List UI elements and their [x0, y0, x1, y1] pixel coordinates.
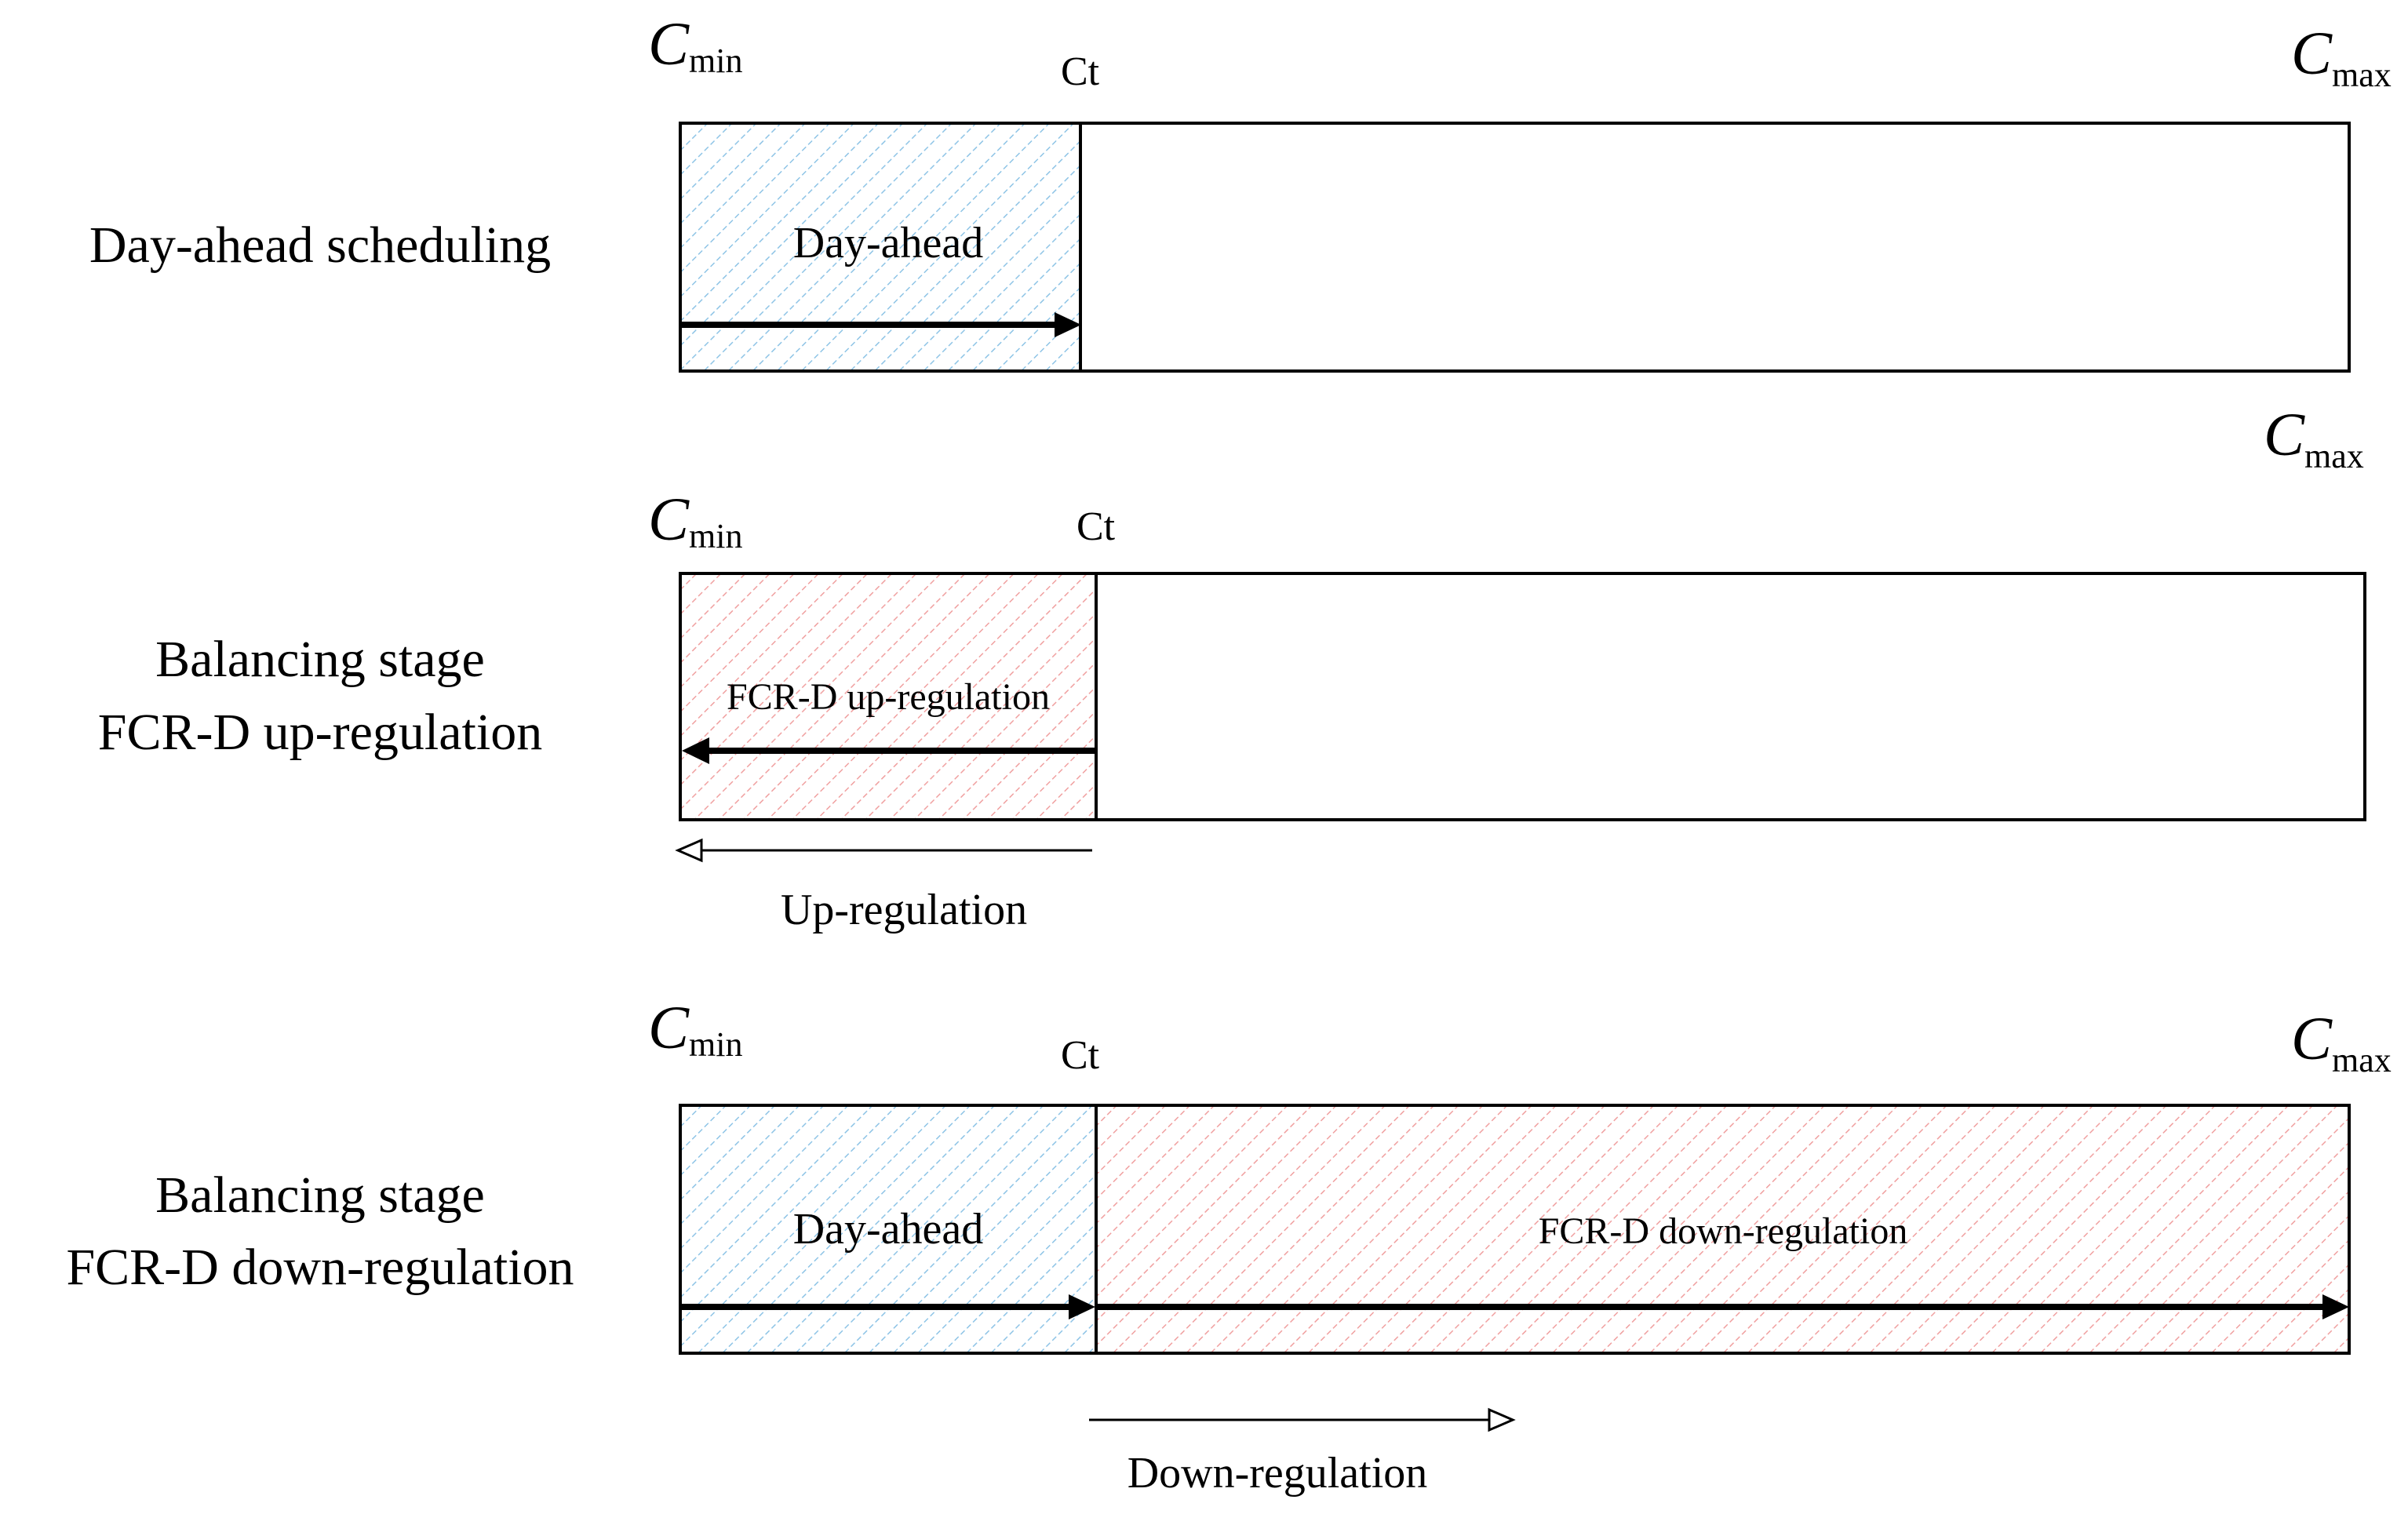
- cmax-label: Cmax: [2291, 19, 2392, 94]
- ct-label: Ct: [1076, 504, 1116, 549]
- day-ahead-region-label: Day-ahead: [793, 1205, 984, 1254]
- down-regulation-direction-head: [1488, 1407, 1516, 1432]
- cmin-label: Cmin: [648, 9, 742, 80]
- capacity-bar: [679, 1104, 2351, 1355]
- fcr-d-up-region-label: FCR-D up-regulation: [727, 676, 1050, 718]
- row-label-line-2: FCR-D down-regulation: [66, 1239, 574, 1296]
- row-label-day-ahead-scheduling: Day-ahead scheduling: [89, 217, 551, 274]
- day-ahead-region: [680, 1105, 1096, 1353]
- row-fcr-d-up-regulation: Balancing stage FCR-D up-regulation Cmax…: [98, 400, 2366, 934]
- row-day-ahead-scheduling: Day-ahead scheduling Cmin Ct Cmax Day-ah…: [89, 9, 2392, 373]
- row-label-line-1: Balancing stage: [155, 631, 485, 688]
- cmax-label: Cmax: [2291, 1004, 2392, 1079]
- ct-label: Ct: [1061, 49, 1100, 94]
- capacity-bar: [679, 122, 2351, 373]
- day-ahead-arrow-head: [1055, 312, 1081, 337]
- cmax-label: Cmax: [2264, 400, 2364, 475]
- fcr-d-up-region: [680, 573, 1096, 820]
- day-ahead-region-label: Day-ahead: [793, 219, 984, 267]
- fcr-d-down-region-label: FCR-D down-regulation: [1539, 1210, 1908, 1252]
- down-regulation-arrow-head: [2322, 1294, 2349, 1319]
- ct-label: Ct: [1061, 1033, 1100, 1078]
- up-regulation-direction-label: Up-regulation: [781, 886, 1027, 934]
- cmin-label: Cmin: [648, 993, 742, 1064]
- row-fcr-d-down-regulation: Balancing stage FCR-D down-regulation Cm…: [66, 993, 2391, 1498]
- up-regulation-direction-head: [675, 838, 703, 863]
- fcr-d-down-region: [1096, 1105, 2349, 1353]
- capacity-bar: [679, 572, 2366, 821]
- cmin-label: Cmin: [648, 485, 742, 555]
- row-label-line-2: FCR-D up-regulation: [98, 704, 542, 761]
- up-regulation-arrow-head: [682, 737, 709, 764]
- day-ahead-region: [680, 123, 1080, 371]
- down-regulation-direction-label: Down-regulation: [1127, 1449, 1428, 1498]
- day-ahead-arrow-head: [1069, 1294, 1095, 1319]
- row-label-line-1: Balancing stage: [155, 1166, 485, 1224]
